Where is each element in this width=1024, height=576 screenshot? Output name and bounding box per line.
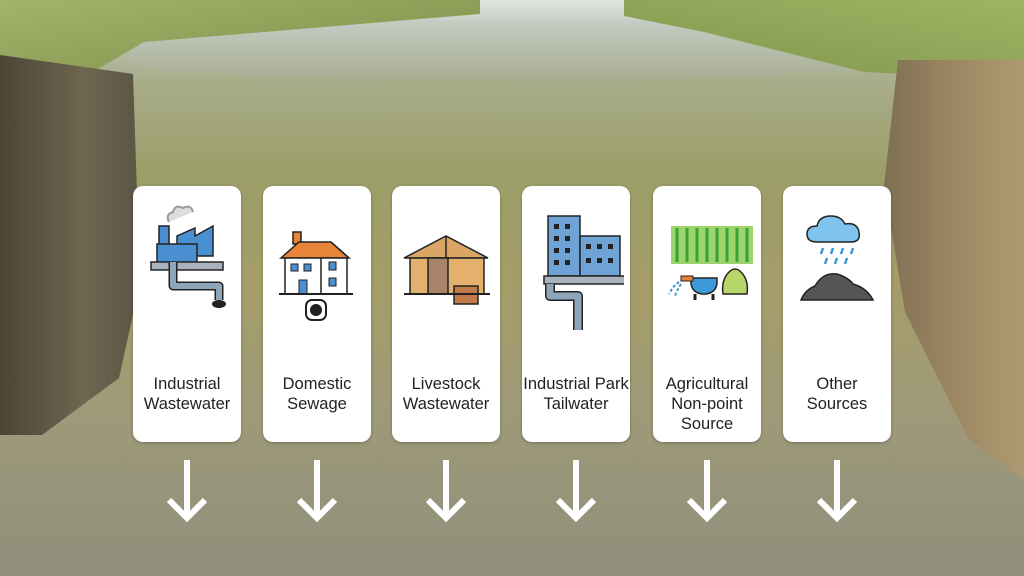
label-line: Agricultural — [665, 375, 749, 393]
label-line: Wastewater — [143, 395, 231, 413]
source-card-industrial-wastewater: Industrial Wastewater — [133, 186, 241, 442]
label-line: Livestock — [411, 375, 481, 393]
barn-icon — [403, 235, 490, 305]
rain-soil-icon — [799, 215, 875, 301]
down-arrow-icon — [296, 460, 338, 523]
label-line: Domestic — [282, 375, 352, 393]
label-line: Industrial Park — [523, 375, 629, 393]
label-line: Non-point — [671, 395, 743, 413]
down-arrow-icon — [555, 460, 597, 523]
source-card-livestock-wastewater: Livestock Wastewater — [392, 186, 500, 442]
house-drain-icon — [279, 231, 353, 321]
label-line: Sources — [806, 395, 868, 413]
source-card-other-sources: Other Sources — [783, 186, 891, 442]
label-line: Tailwater — [543, 395, 609, 413]
label-line: Other — [816, 375, 858, 393]
source-card-domestic-sewage: Domestic Sewage — [263, 186, 371, 442]
crop-fertilizer-icon — [668, 226, 753, 300]
buildings-pipe-icon — [543, 215, 624, 330]
label-line: Source — [680, 415, 734, 433]
label-line: Sewage — [287, 395, 347, 413]
source-card-agricultural-non-point-source: Agricultural Non-point Source — [653, 186, 761, 442]
down-arrow-icon — [425, 460, 467, 523]
left-cliff — [0, 55, 140, 435]
source-card-industrial-park-tailwater: Industrial Park Tailwater — [522, 186, 630, 442]
label-line: Industrial — [153, 375, 221, 393]
label-line: Wastewater — [402, 395, 490, 413]
factory-pipe-icon — [150, 205, 226, 308]
down-arrow-icon — [166, 460, 208, 523]
down-arrow-icon — [686, 460, 728, 523]
down-arrow-icon — [816, 460, 858, 523]
